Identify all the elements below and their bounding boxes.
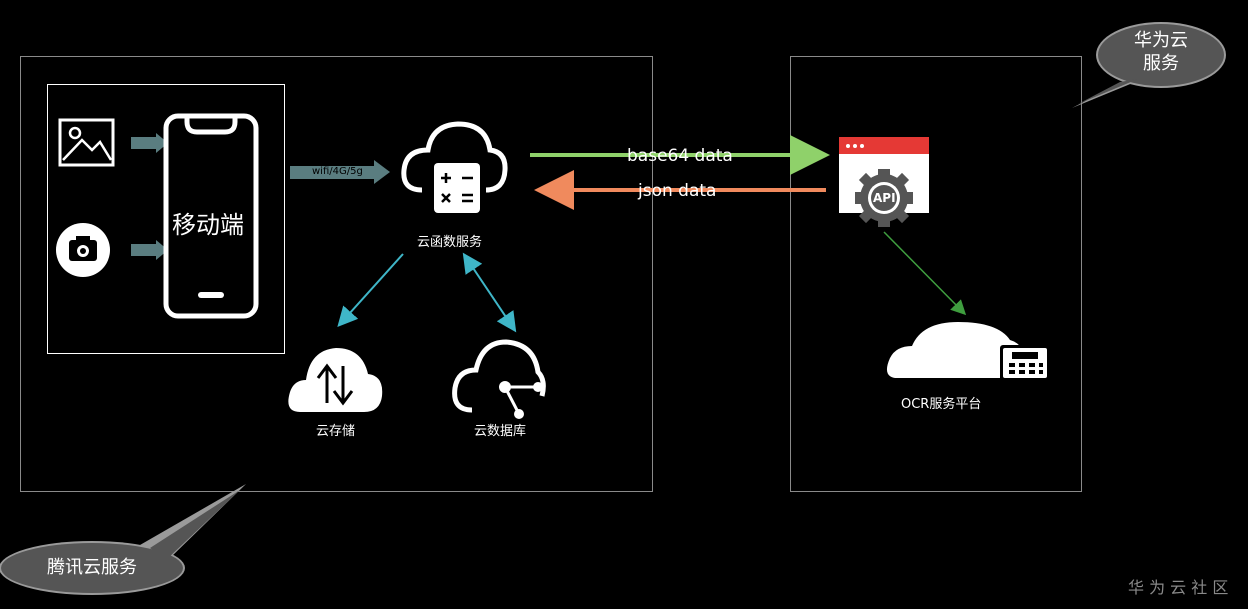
cloud-function-icon [401, 121, 508, 213]
huawei-bubble-line1: 华为云 [1134, 30, 1188, 51]
phone-icon [163, 113, 259, 319]
tencent-bubble-shape [0, 484, 246, 595]
cloud-function-label: 云函数服务 [417, 235, 483, 250]
watermark: 华 为 云 社 区 [1128, 578, 1229, 597]
request-label: base64 data [627, 146, 733, 166]
arrow-function-to-storage [337, 253, 404, 327]
client-frame [47, 84, 285, 354]
arrow-function-database [462, 252, 517, 333]
api-icon-text: API [873, 191, 896, 205]
ocr-cloud-icon [886, 322, 1050, 381]
network-arrow [290, 160, 390, 184]
input-arrow-camera [131, 240, 168, 260]
huawei-bubble-shape [1072, 22, 1226, 108]
image-icon [58, 118, 115, 167]
api-icon [839, 137, 929, 227]
response-label: json data [638, 181, 717, 201]
network-label: wifi/4G/5g [312, 166, 363, 177]
huawei-cloud-frame [790, 56, 1082, 492]
arrow-api-to-ocr [883, 231, 967, 316]
cloud-storage-icon [288, 348, 383, 412]
camera-icon [56, 223, 110, 277]
cloud-storage-label: 云存储 [316, 424, 356, 439]
tencent-cloud-frame [20, 56, 653, 492]
tencent-bubble-label: 腾讯云服务 [47, 557, 137, 578]
cloud-database-icon [452, 339, 546, 419]
input-arrow-image [131, 133, 168, 153]
mobile-label: 移动端 [172, 211, 244, 239]
ocr-label: OCR服务平台 [901, 397, 982, 412]
cloud-database-label: 云数据库 [474, 424, 527, 439]
huawei-bubble-line2: 服务 [1143, 53, 1179, 74]
